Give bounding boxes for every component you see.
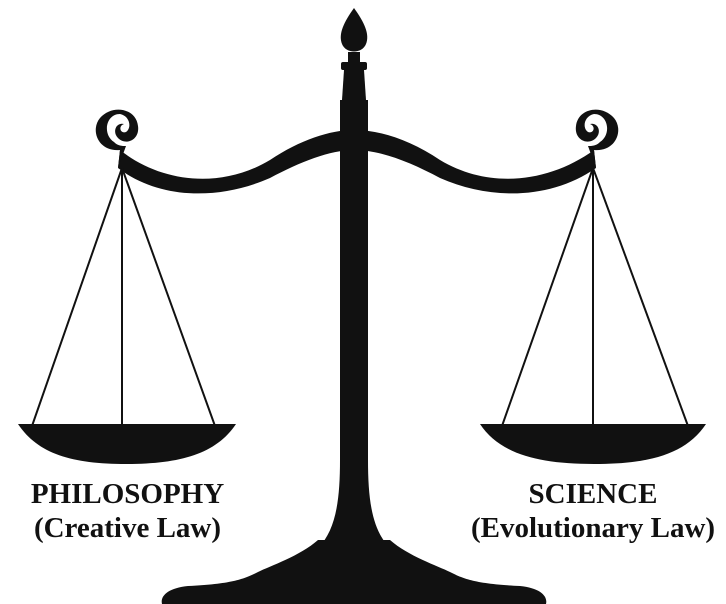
finial-neck [348,52,360,62]
right-pan-subtitle: (Evolutionary Law) [470,512,716,544]
left-string-outer-left [31,167,123,427]
right-string-outer-left [501,167,594,427]
right-pan-title: SCIENCE [528,478,658,510]
left-pan-label: PHILOSOPHY (Creative Law) [0,477,255,545]
central-post [318,100,390,548]
post-top [342,70,366,100]
right-pan [480,424,706,464]
left-pan [18,424,236,464]
finial-collar [341,62,367,70]
scale-base [161,540,547,604]
left-string-outer-right [121,167,216,427]
left-pan-subtitle: (Creative Law) [33,512,222,544]
left-beam-curl [95,109,139,168]
balance-beam [118,130,596,194]
right-beam-curl [575,109,619,168]
finial [340,8,368,52]
right-string-outer-right [592,167,689,427]
left-pan-title: PHILOSOPHY [30,478,225,510]
right-pan-label: SCIENCE (Evolutionary Law) [460,477,726,545]
